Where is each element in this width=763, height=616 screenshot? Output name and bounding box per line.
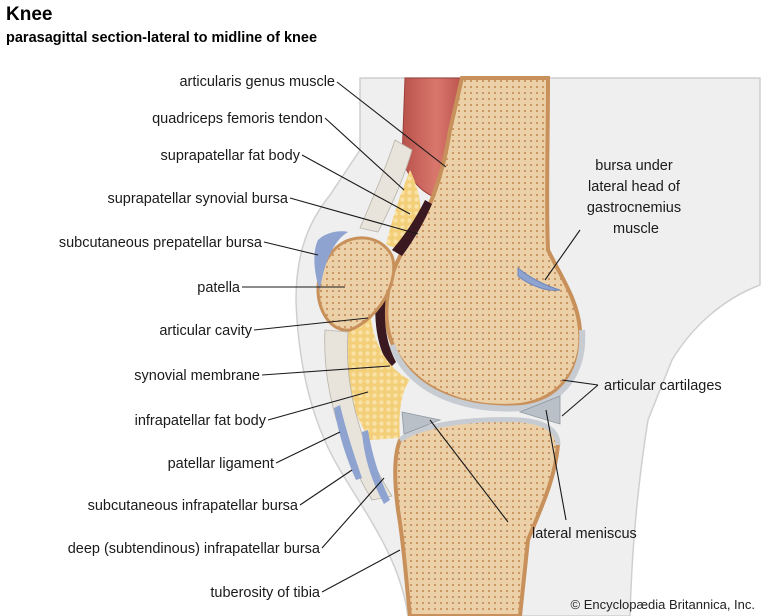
label-suprapatellar-fat: suprapatellar fat body [161, 148, 301, 164]
quadriceps-tendon [359, 139, 413, 233]
label-tuberosity-tibia: tuberosity of tibia [210, 585, 321, 601]
label-deep-infrapatellar-bursa: deep (subtendinous) infrapatellar bursa [68, 541, 321, 557]
label-articular-cavity: articular cavity [159, 323, 252, 339]
label-quadriceps-tendon: quadriceps femoris tendon [152, 111, 323, 127]
lateral-meniscus-front [401, 411, 442, 435]
label-synovial-membrane: synovial membrane [134, 368, 260, 384]
label-infrapatellar-fat: infrapatellar fat body [135, 413, 267, 429]
label-bursa-gastrocnemius-line-3: gastrocnemius [587, 200, 681, 216]
label-lateral-meniscus: lateral meniscus [532, 526, 637, 542]
prepatellar-bursa [314, 231, 348, 290]
label-patellar-ligament: patellar ligament [168, 456, 274, 472]
femur-cartilage [389, 329, 586, 412]
label-prepatellar-bursa: subcutaneous prepatellar bursa [59, 235, 263, 251]
tibia-cartilage [398, 417, 561, 446]
gastrocnemius-bursa [517, 266, 561, 291]
deep-infrapatellar-bursa [362, 430, 390, 504]
leader-lines [242, 81, 599, 593]
infrapatellar-fat-body [343, 310, 410, 440]
label-bursa-gastrocnemius-line-4: muscle [613, 221, 659, 237]
label-subcut-infrapatellar-bursa: subcutaneous infrapatellar bursa [88, 498, 299, 514]
page-title: Knee [6, 4, 53, 25]
label-articular-cartilages: articular cartilages [604, 378, 722, 394]
page-subtitle: parasagittal section-lateral to midline … [6, 30, 318, 46]
label-bursa-gastrocnemius-line-2: lateral head of [588, 179, 681, 195]
patellar-ligament-band [324, 329, 393, 501]
copyright-credit: © Encyclopædia Britannica, Inc. [570, 597, 755, 612]
subcutaneous-infrapatellar-bursa [334, 405, 362, 480]
suprapatellar-bursa [392, 200, 432, 256]
lateral-meniscus-back [518, 395, 561, 425]
label-patella: patella [197, 280, 241, 296]
label-articularis-genus: articularis genus muscle [179, 74, 335, 90]
label-bursa-gastrocnemius: bursa under lateral head of gastrocnemiu… [587, 158, 685, 237]
label-bursa-gastrocnemius-line-1: bursa under [595, 158, 673, 174]
label-suprapatellar-bursa: suprapatellar synovial bursa [107, 191, 288, 207]
